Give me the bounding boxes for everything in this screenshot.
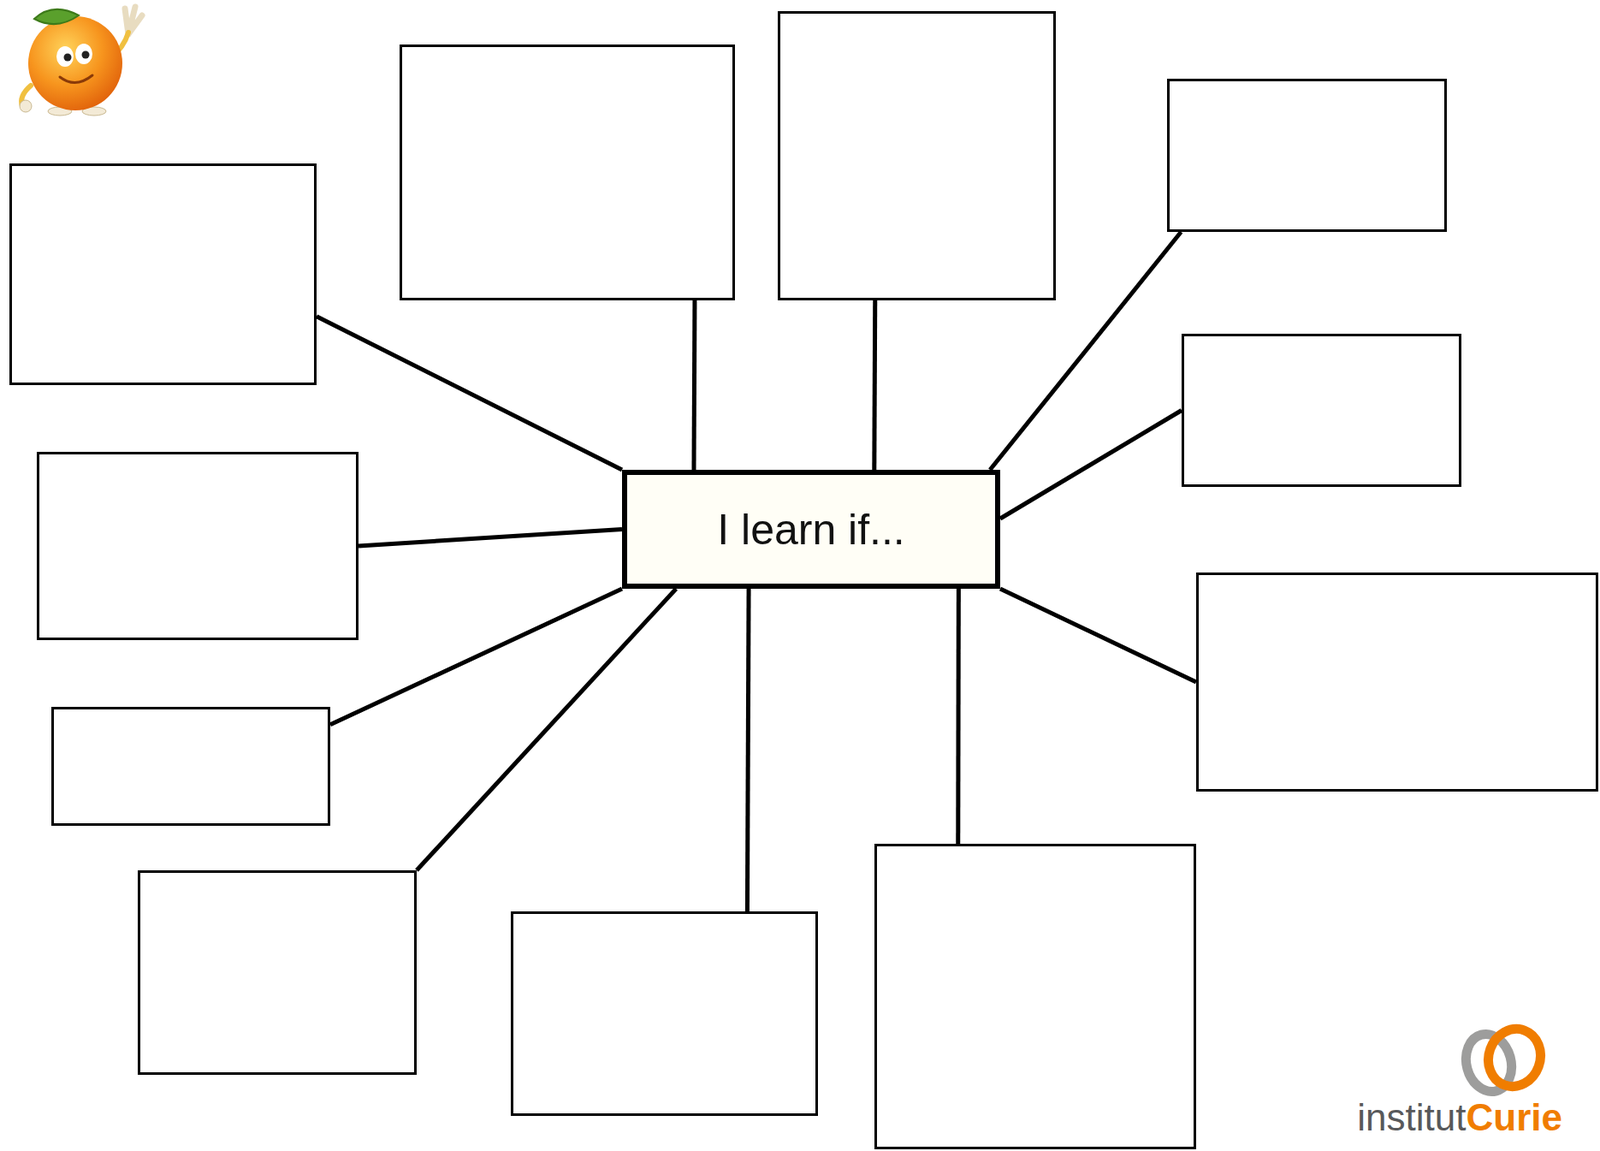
connector-line xyxy=(691,300,697,470)
mascot-eye xyxy=(75,43,93,65)
node-text: I learn if... xyxy=(699,503,923,556)
logo-rings xyxy=(1459,1021,1549,1097)
connector-line xyxy=(316,316,623,470)
logo-word: institut xyxy=(1357,1096,1466,1138)
idea-box xyxy=(399,44,735,301)
logo-wordmark: institutCurie xyxy=(1357,1096,1563,1138)
logo-ring xyxy=(1480,1021,1549,1094)
connector-line xyxy=(871,300,878,470)
mascot-pupil xyxy=(64,53,72,62)
connector-line xyxy=(358,529,623,547)
connector-line xyxy=(416,588,676,871)
idea-box xyxy=(137,870,417,1075)
logo-word-accent: Curie xyxy=(1466,1096,1563,1138)
mascot-orange xyxy=(19,6,143,116)
mascot-pupil xyxy=(82,51,90,60)
connector-line xyxy=(955,588,961,844)
central-box: I learn if... xyxy=(622,469,1001,589)
idea-box xyxy=(1167,78,1447,232)
connector-line xyxy=(746,588,749,912)
mascot-eye xyxy=(56,46,74,67)
idea-box xyxy=(874,843,1197,1150)
idea-box xyxy=(36,451,359,640)
connector-line xyxy=(330,588,623,725)
idea-box xyxy=(777,11,1056,301)
idea-box xyxy=(1196,572,1599,792)
connector-line xyxy=(1000,588,1197,682)
mascot-hand xyxy=(19,100,32,113)
mascot-leaf xyxy=(34,9,79,24)
idea-box xyxy=(9,163,317,386)
idea-box xyxy=(510,911,818,1116)
mascot-body xyxy=(28,16,123,111)
idea-box xyxy=(1181,333,1462,487)
idea-box xyxy=(51,706,331,826)
mascot-smile xyxy=(59,75,93,83)
connector-line xyxy=(1000,410,1182,519)
